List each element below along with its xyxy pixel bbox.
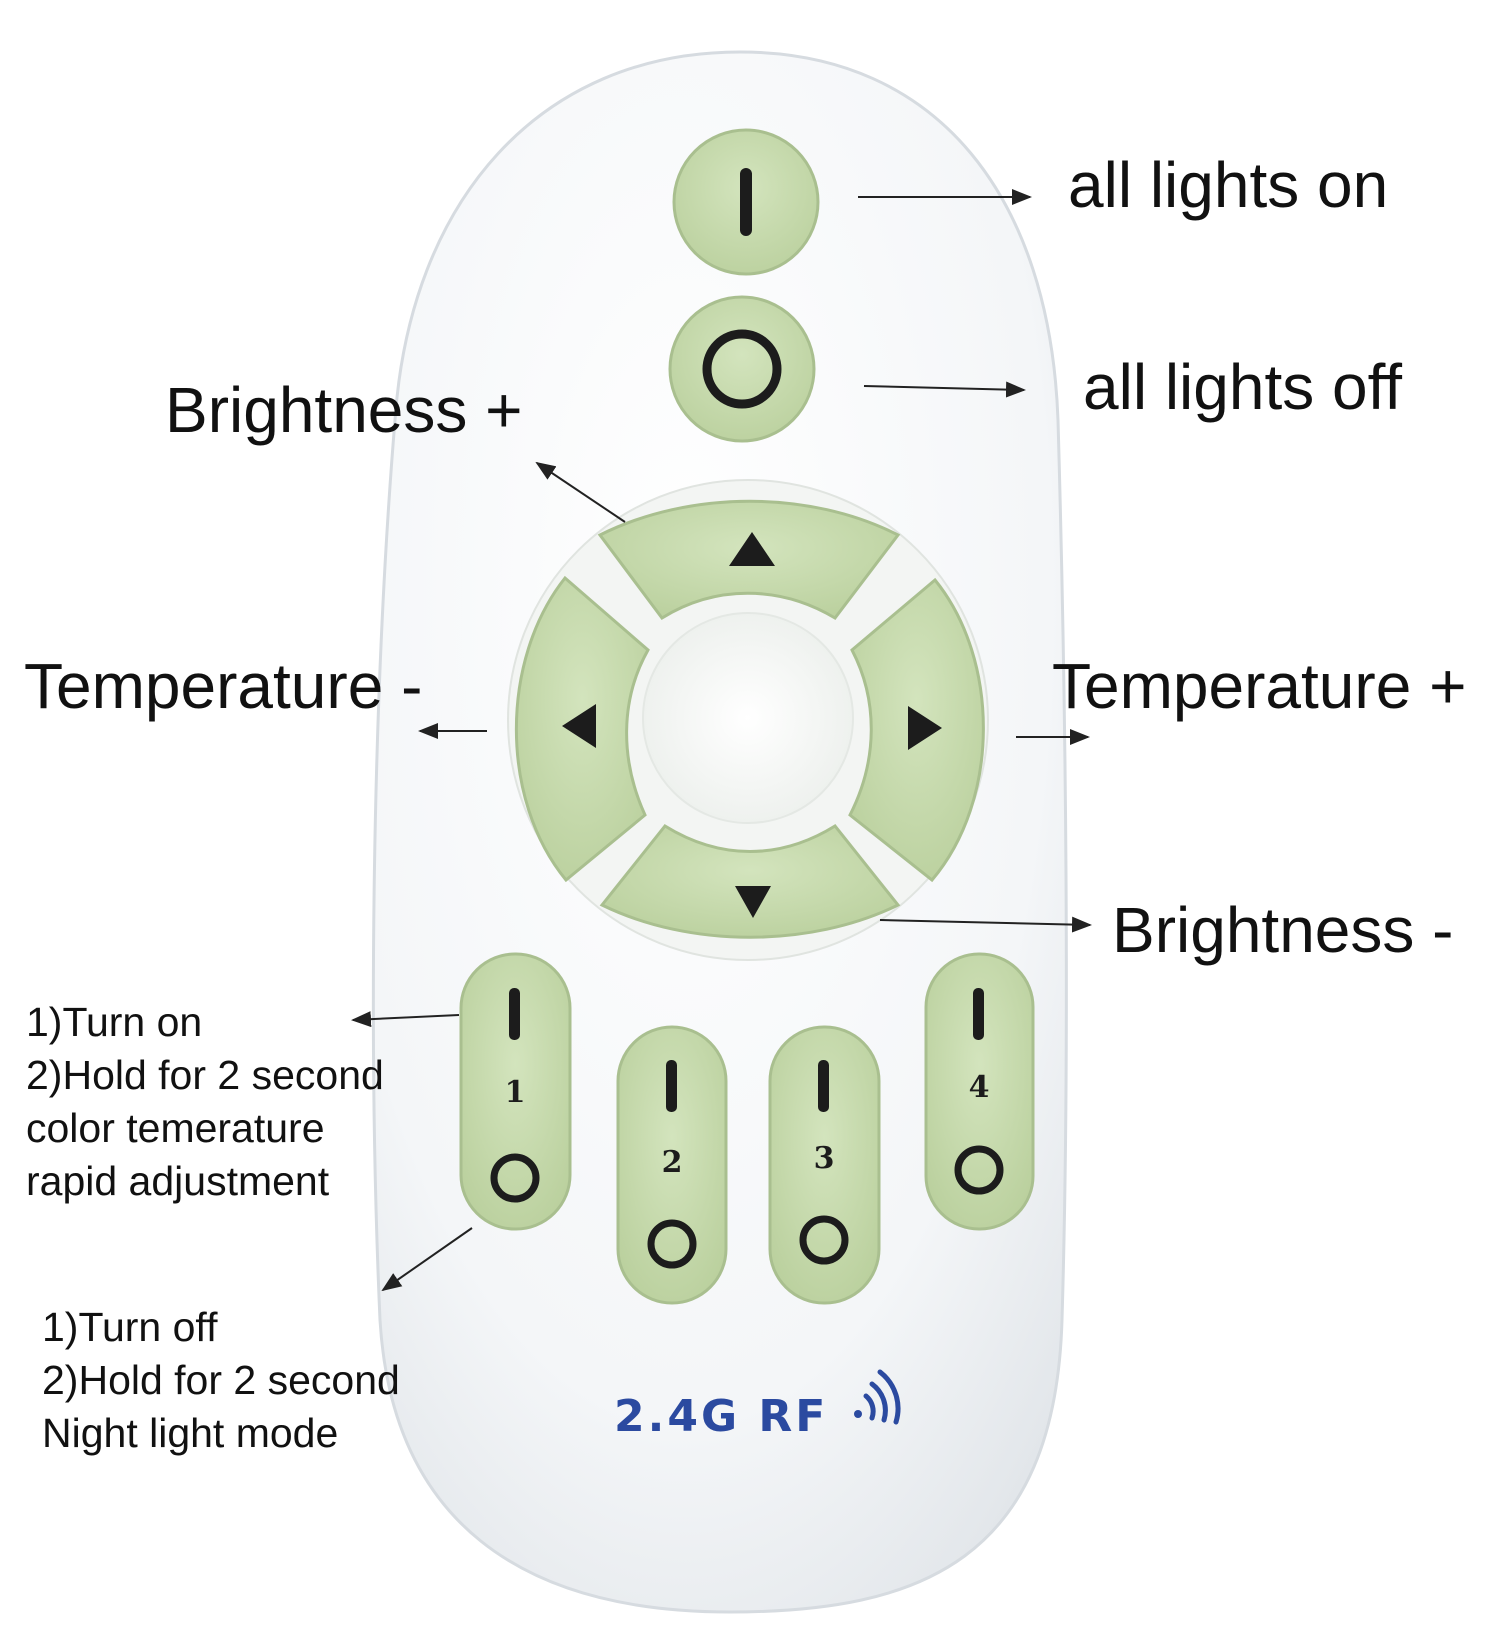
group-number-1: 1 — [505, 1075, 526, 1110]
all-on-button[interactable] — [672, 128, 820, 276]
group-number-4: 4 — [969, 1070, 990, 1105]
label-all-lights-on: all lights on — [1068, 149, 1389, 221]
power-off-ring-icon — [954, 1145, 1004, 1195]
label-group-on: 1)Turn on 2)Hold for 2 second color teme… — [26, 996, 384, 1208]
power-on-bar-icon — [740, 168, 752, 236]
dpad-center — [642, 612, 854, 824]
triangle-right-icon — [908, 706, 942, 750]
arrow-brightness-down — [879, 916, 1092, 933]
arrow-group-on — [351, 1011, 460, 1028]
group-2-button[interactable]: 2 — [616, 1025, 728, 1305]
group-on-line-3: color temerature — [26, 1105, 325, 1151]
power-on-bar-icon — [973, 988, 984, 1040]
group-on-line-2: 2)Hold for 2 second — [26, 1052, 384, 1098]
group-off-line-3: Night light mode — [42, 1410, 339, 1456]
triangle-left-icon — [562, 704, 596, 748]
power-off-ring-icon — [490, 1153, 540, 1203]
wireless-signal-icon — [854, 1369, 901, 1425]
power-off-ring-icon — [647, 1219, 697, 1269]
group-on-line-4: rapid adjustment — [26, 1158, 330, 1204]
brightness-down-button[interactable] — [599, 824, 901, 939]
group-number-2: 2 — [662, 1145, 683, 1180]
label-brightness-up: Brightness + — [165, 374, 523, 446]
temperature-down-button[interactable] — [514, 575, 650, 883]
power-on-bar-icon — [818, 1060, 829, 1112]
callout-arrows — [351, 189, 1092, 1292]
triangle-up-icon — [729, 532, 775, 566]
power-off-ring-icon — [702, 329, 782, 409]
group-3-button[interactable]: 3 — [768, 1025, 881, 1305]
label-all-lights-off: all lights off — [1083, 351, 1402, 423]
brightness-up-button[interactable] — [597, 499, 901, 621]
power-on-bar-icon — [509, 988, 520, 1040]
group-off-line-2: 2)Hold for 2 second — [42, 1357, 400, 1403]
group-1-button[interactable]: 1 — [459, 952, 572, 1231]
group-on-line-1: 1)Turn on — [26, 999, 203, 1045]
label-brightness-down: Brightness - — [1112, 894, 1454, 966]
group-4-button[interactable]: 4 — [924, 952, 1035, 1231]
triangle-down-icon — [735, 886, 771, 918]
label-temperature-down: Temperature - — [24, 650, 423, 722]
arrow-group-off — [381, 1227, 473, 1292]
group-off-line-1: 1)Turn off — [42, 1304, 218, 1350]
label-group-off: 1)Turn off 2)Hold for 2 second Night lig… — [42, 1301, 400, 1460]
brand-text: 2.4G RF — [614, 1391, 828, 1442]
arrow-all-off — [863, 381, 1026, 398]
label-temperature-up: Temperature + — [1052, 650, 1467, 722]
temperature-up-button[interactable] — [848, 577, 985, 883]
all-off-button[interactable] — [668, 295, 816, 443]
group-number-3: 3 — [814, 1141, 835, 1176]
power-on-bar-icon — [666, 1060, 677, 1112]
arrow-brightness-up — [535, 461, 626, 523]
power-off-ring-icon — [799, 1215, 849, 1265]
